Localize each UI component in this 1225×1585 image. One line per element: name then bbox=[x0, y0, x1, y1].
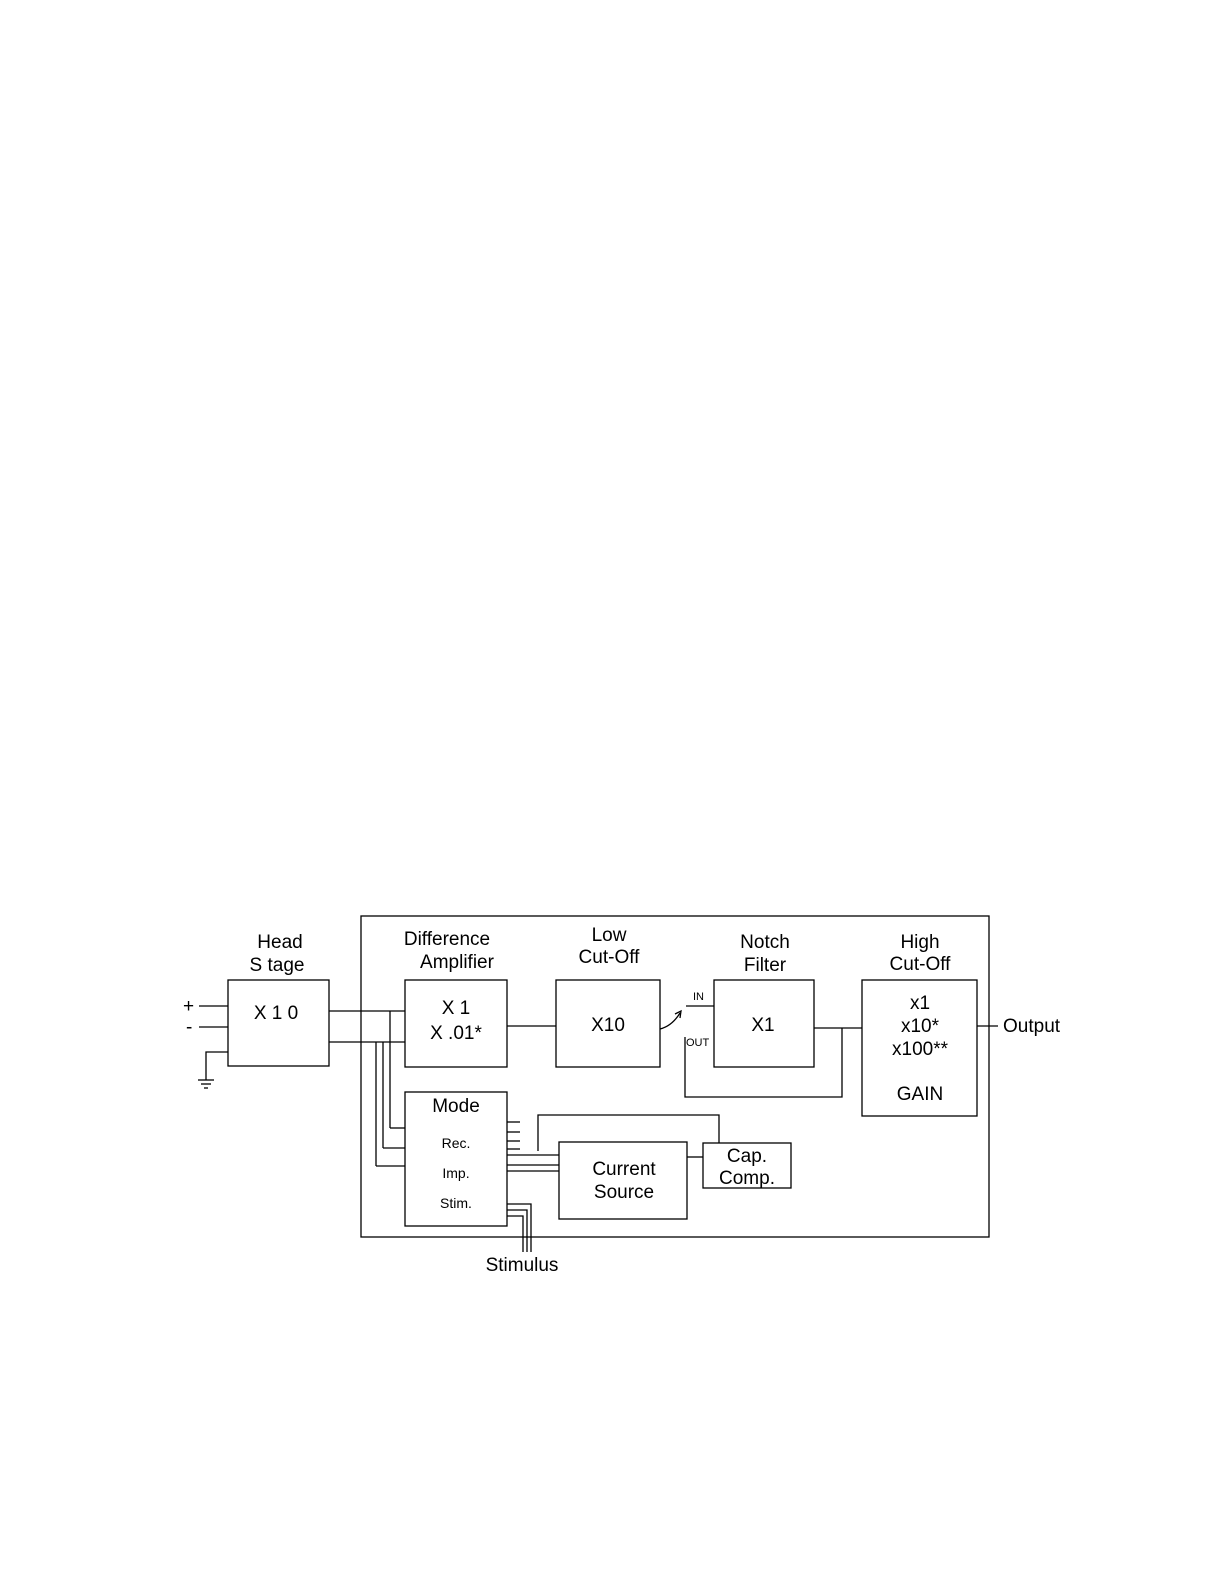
notch-switch-out-label: OUT bbox=[686, 1037, 710, 1049]
low-cutoff-gain: X10 bbox=[591, 1015, 625, 1036]
ground-icon bbox=[198, 1080, 214, 1088]
low-cutoff-title-2: Cut-Off bbox=[579, 947, 641, 968]
mode-option-imp: Imp. bbox=[442, 1165, 469, 1181]
high-cutoff-title-1: High bbox=[900, 932, 939, 953]
notch-filter-gain: X1 bbox=[751, 1015, 774, 1036]
difference-amplifier-title-1: Difference bbox=[404, 929, 490, 950]
cap-comp-label-1: Cap. bbox=[727, 1146, 767, 1167]
head-stage-gain: X 1 0 bbox=[254, 1003, 298, 1024]
mode-option-rec: Rec. bbox=[442, 1135, 471, 1151]
low-cutoff-title-1: Low bbox=[592, 925, 627, 946]
difference-amplifier-gain-2: X .01* bbox=[430, 1023, 482, 1044]
cap-comp-label-2: Comp. bbox=[719, 1168, 775, 1189]
head-stage-title-2: S tage bbox=[250, 955, 305, 976]
high-cutoff-title-2: Cut-Off bbox=[890, 954, 952, 975]
mode-option-stim: Stim. bbox=[440, 1195, 472, 1211]
mode-title: Mode bbox=[432, 1096, 480, 1117]
minus-terminal-label: - bbox=[186, 1017, 192, 1038]
current-source-label-1: Current bbox=[592, 1159, 656, 1180]
plus-terminal-label: + bbox=[183, 996, 194, 1017]
stimulus-label: Stimulus bbox=[486, 1255, 559, 1276]
notch-filter-title-1: Notch bbox=[740, 932, 790, 953]
difference-amplifier-title-2: Amplifier bbox=[420, 952, 495, 973]
output-label: Output bbox=[1003, 1016, 1061, 1037]
head-stage-title-1: Head bbox=[257, 932, 302, 953]
high-cutoff-gain-3: x100** bbox=[892, 1039, 949, 1060]
high-cutoff-gain-1: x1 bbox=[910, 993, 930, 1014]
difference-amplifier-gain-1: X 1 bbox=[442, 998, 471, 1019]
high-cutoff-gain-2: x10* bbox=[901, 1016, 940, 1037]
notch-switch-in-label: IN bbox=[693, 991, 704, 1003]
current-source-block bbox=[559, 1142, 687, 1219]
current-source-label-2: Source bbox=[594, 1182, 654, 1203]
high-cutoff-gain-label: GAIN bbox=[897, 1084, 943, 1105]
notch-filter-title-2: Filter bbox=[744, 955, 787, 976]
